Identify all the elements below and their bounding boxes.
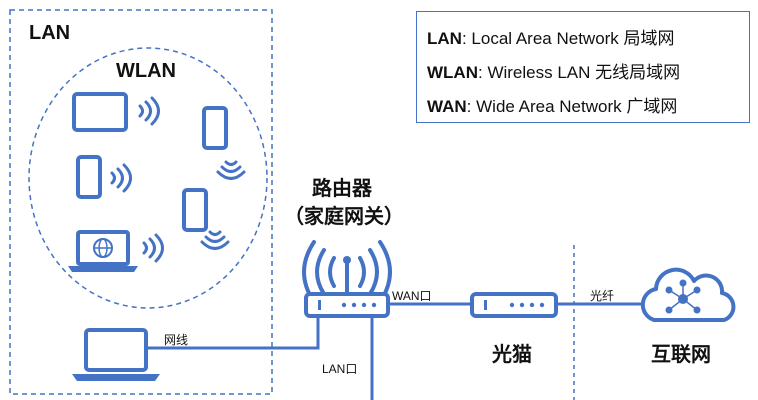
lan-port-label: LAN口 [322,362,358,376]
legend-sep: : [477,63,488,82]
wlan-region [28,47,268,309]
fiber-label: 光纤 [590,289,615,303]
modem-label: 光猫 [492,344,532,366]
tablet-icon [72,92,128,132]
internet-cloud-icon [640,267,736,322]
smartphone-icon [76,155,102,199]
legend: LAN: Local Area Network 局域网 WLAN: Wirele… [416,11,750,123]
wifi-signal-icon [142,233,164,263]
router-subtitle: （家庭网关） [284,206,404,228]
legend-abbr: WAN [427,97,467,116]
legend-sep: : [461,29,472,48]
router-title: 路由器 [312,178,372,200]
legend-desc: Wireless LAN 无线局域网 [487,63,681,82]
smartphone-icon [182,188,208,232]
lan-title: LAN [29,22,71,44]
smartphone-icon [202,106,228,150]
legend-desc: Wide Area Network 广域网 [476,97,678,116]
wifi-signal-icon [138,96,160,126]
legend-desc: Local Area Network 局域网 [471,29,675,48]
cable-label: 网线 [164,333,189,347]
router-icon [304,292,390,318]
legend-item-lan: LAN: Local Area Network 局域网 [427,22,749,56]
wifi-signal-icon [216,160,246,180]
laptop-globe-icon [68,230,138,272]
wifi-signal-icon [110,163,132,193]
legend-item-wan: WAN: Wide Area Network 广域网 [427,90,749,124]
antenna-tip [343,256,351,264]
laptop-icon [72,328,160,381]
ethernet-cable [146,318,320,350]
legend-sep: : [466,97,477,116]
wlan-title: WLAN [116,60,176,82]
wan-port-label: WAN口 [392,289,432,303]
legend-abbr: LAN [427,29,462,48]
wifi-signal-icon [200,230,230,250]
modem-icon [470,292,558,318]
legend-item-wlan: WLAN: Wireless LAN 无线局域网 [427,56,749,90]
legend-abbr: WLAN [427,63,478,82]
internet-label: 互联网 [651,344,711,366]
lan-region [9,9,273,395]
